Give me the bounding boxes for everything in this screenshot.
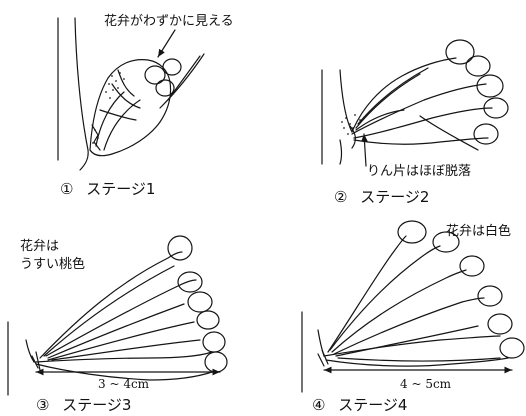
panel-2-number: ②: [334, 188, 347, 206]
annotation-arrow: [158, 30, 175, 57]
panel-3-annotation-line-1: 花弁は: [20, 238, 85, 256]
flower-bud-stage-1: [90, 54, 204, 156]
panel-3-number: ③: [36, 396, 49, 414]
panel-3-measurement: 3 ~ 4cm: [98, 377, 149, 391]
panel-4-caption: ④ ステージ4: [312, 394, 407, 415]
flower-cluster-stage-2: [350, 40, 508, 150]
panel-3-annotation: 花弁は うすい桃色: [20, 238, 85, 274]
branch-stem: [8, 322, 34, 395]
panel-3-title: ステージ3: [62, 396, 131, 414]
branch-stem: [302, 312, 324, 392]
panel-1-caption: ① ステージ1: [60, 178, 155, 199]
panel-3-annotation-line-2: うすい桃色: [20, 256, 85, 274]
panel-2-caption: ② ステージ2: [334, 186, 429, 207]
panel-4-annotation: 花弁は白色: [446, 220, 511, 239]
branch-stem: [322, 70, 352, 164]
panel-1-title: ステージ1: [86, 180, 155, 198]
panel-2-title: ステージ2: [360, 188, 429, 206]
panel-2-annotation: りん片はほぼ脱落: [367, 160, 471, 179]
panel-1-number: ①: [60, 180, 73, 198]
panel-2-illustration: [322, 40, 508, 166]
panel-4-illustration: [302, 221, 524, 392]
panel-4-measurement: 4 ~ 5cm: [400, 377, 451, 391]
annotation-arrow: [364, 134, 366, 166]
panel-3-caption: ③ ステージ3: [36, 394, 131, 415]
branch-stem: [58, 18, 88, 170]
panel-4-number: ④: [312, 396, 325, 414]
panel-1-illustration: [58, 18, 204, 170]
flower-cluster-stage-4: [318, 221, 524, 366]
panel-4-title: ステージ4: [338, 396, 407, 414]
panel-1-annotation: 花弁がわずかに見える: [104, 10, 234, 29]
